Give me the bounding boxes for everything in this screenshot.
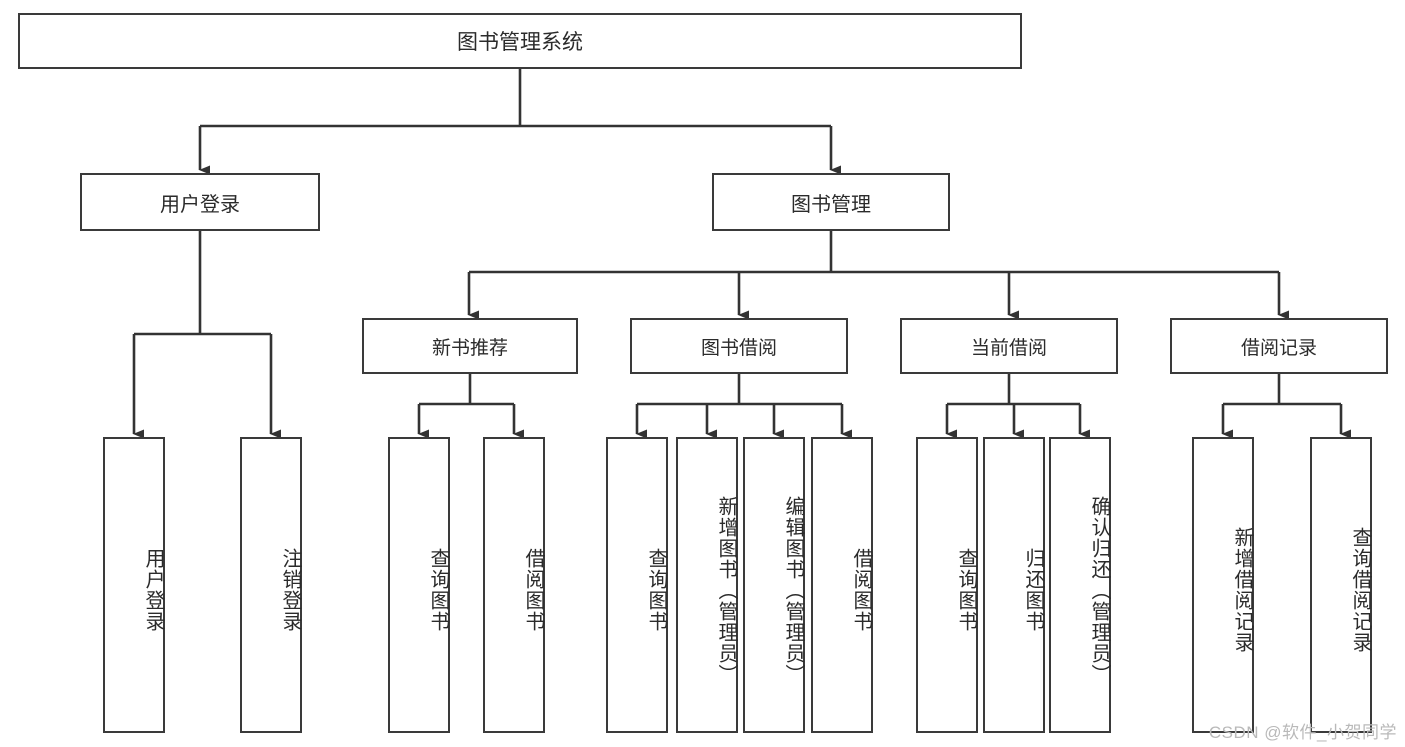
node-leaf-user-logout-label: 注销登录: [279, 548, 301, 632]
node-leaf-query-book-2[interactable]: 查询图书: [606, 437, 668, 733]
node-leaf-edit-book[interactable]: 编辑图书（管理员）: [743, 437, 805, 733]
node-current-borrow-label: 当前借阅: [970, 337, 1047, 359]
node-book-manage-label: 图书管理: [791, 193, 871, 216]
node-borrow-record[interactable]: 借阅记录: [1170, 318, 1388, 374]
node-leaf-confirm-return-label: 确认归还（管理员）: [1088, 495, 1110, 685]
node-new-book-recommend-label: 新书推荐: [431, 337, 508, 359]
node-leaf-borrow-book-2-label: 借阅图书: [850, 548, 872, 632]
node-book-manage[interactable]: 图书管理: [712, 173, 950, 231]
node-leaf-edit-book-label: 编辑图书（管理员）: [782, 495, 804, 685]
node-root[interactable]: 图书管理系统: [18, 13, 1022, 69]
node-book-borrow-label: 图书借阅: [700, 337, 777, 359]
node-leaf-query-book-3-label: 查询图书: [955, 548, 977, 632]
node-current-borrow[interactable]: 当前借阅: [900, 318, 1118, 374]
node-leaf-query-book-1[interactable]: 查询图书: [388, 437, 450, 733]
node-user-login[interactable]: 用户登录: [80, 173, 320, 231]
node-book-borrow[interactable]: 图书借阅: [630, 318, 848, 374]
node-user-login-label: 用户登录: [160, 193, 240, 216]
node-leaf-query-borrow-record-label: 查询借阅记录: [1349, 527, 1371, 653]
node-root-label: 图书管理系统: [457, 31, 583, 54]
node-leaf-borrow-book-1[interactable]: 借阅图书: [483, 437, 545, 733]
node-leaf-confirm-return[interactable]: 确认归还（管理员）: [1049, 437, 1111, 733]
node-leaf-query-borrow-record[interactable]: 查询借阅记录: [1310, 437, 1372, 733]
node-leaf-query-book-1-label: 查询图书: [427, 548, 449, 632]
connector-lines: [132, 69, 1351, 439]
node-leaf-user-login-label: 用户登录: [142, 548, 164, 632]
watermark: CSDN @软件_小贺同学: [1208, 723, 1397, 742]
node-leaf-user-login[interactable]: 用户登录: [103, 437, 165, 733]
node-borrow-record-label: 借阅记录: [1240, 337, 1317, 359]
node-leaf-add-book-label: 新增图书（管理员）: [715, 495, 737, 685]
node-leaf-query-book-2-label: 查询图书: [645, 548, 667, 632]
node-leaf-return-book[interactable]: 归还图书: [983, 437, 1045, 733]
node-leaf-query-book-3[interactable]: 查询图书: [916, 437, 978, 733]
node-leaf-add-borrow-record-label: 新增借阅记录: [1231, 527, 1253, 653]
node-leaf-return-book-label: 归还图书: [1022, 548, 1044, 632]
node-new-book-recommend[interactable]: 新书推荐: [362, 318, 578, 374]
node-leaf-borrow-book-1-label: 借阅图书: [522, 548, 544, 632]
node-leaf-borrow-book-2[interactable]: 借阅图书: [811, 437, 873, 733]
node-leaf-user-logout[interactable]: 注销登录: [240, 437, 302, 733]
node-leaf-add-borrow-record[interactable]: 新增借阅记录: [1192, 437, 1254, 733]
node-leaf-add-book[interactable]: 新增图书（管理员）: [676, 437, 738, 733]
